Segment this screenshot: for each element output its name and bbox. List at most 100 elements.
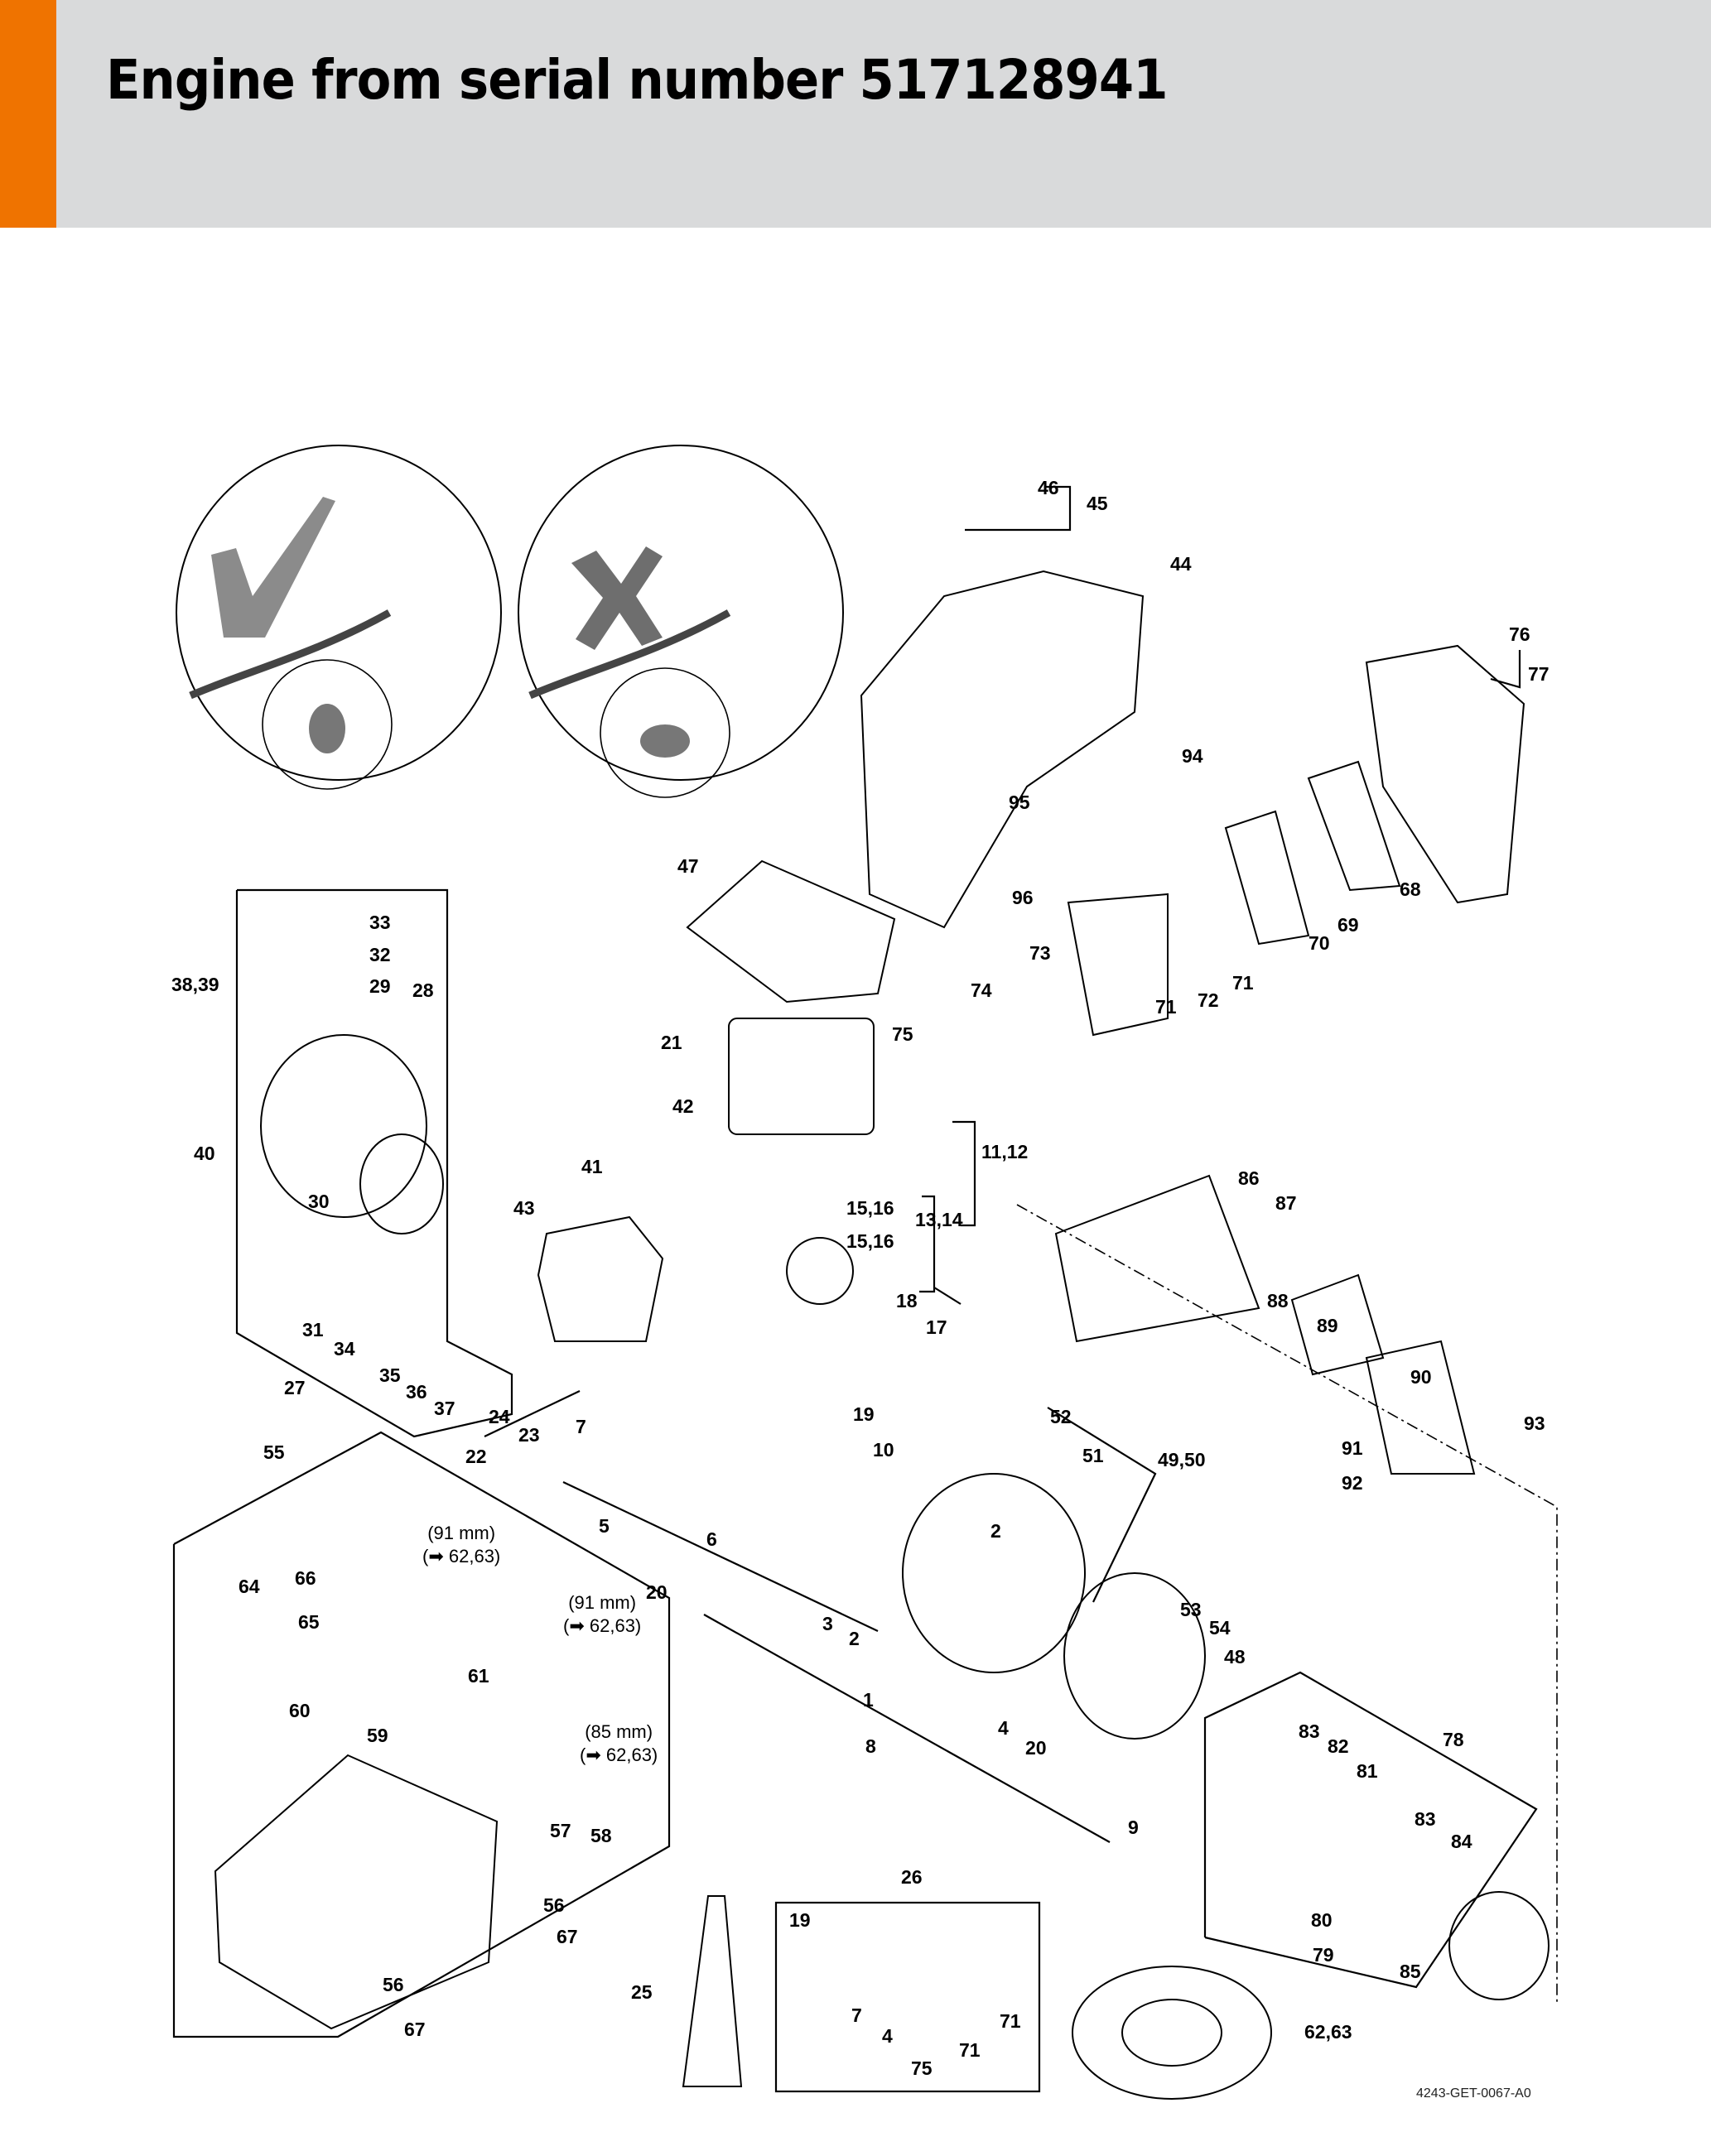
part-label[interactable]: 77 xyxy=(1528,663,1550,685)
part-label[interactable]: 51 xyxy=(1082,1445,1104,1466)
part-label[interactable]: 35 xyxy=(379,1364,401,1386)
part-label[interactable]: 31 xyxy=(302,1319,324,1340)
part-label[interactable]: 61 xyxy=(468,1665,489,1687)
part-label[interactable]: 19 xyxy=(853,1403,875,1425)
part-label[interactable]: 1 xyxy=(863,1689,874,1711)
part-label[interactable]: 75 xyxy=(892,1023,913,1045)
part-label[interactable]: 33 xyxy=(369,912,391,933)
part-label[interactable]: 43 xyxy=(513,1197,535,1219)
part-label[interactable]: 5 xyxy=(599,1515,610,1537)
part-label[interactable]: 21 xyxy=(661,1032,682,1053)
part-label[interactable]: 93 xyxy=(1524,1412,1545,1434)
part-label[interactable]: 48 xyxy=(1224,1646,1246,1668)
part-label[interactable]: 87 xyxy=(1275,1192,1297,1214)
part-label[interactable]: 79 xyxy=(1313,1944,1334,1966)
part-label[interactable]: 30 xyxy=(308,1191,330,1212)
part-label[interactable]: 8 xyxy=(865,1735,876,1757)
part-label[interactable]: 85 xyxy=(1400,1961,1421,1982)
part-label[interactable]: 9 xyxy=(1128,1817,1139,1838)
part-label[interactable]: 4 xyxy=(882,2025,893,2047)
part-label[interactable]: 6 xyxy=(706,1528,717,1550)
part-label[interactable]: 52 xyxy=(1050,1406,1072,1427)
part-label[interactable]: 78 xyxy=(1443,1729,1464,1750)
part-label[interactable]: 95 xyxy=(1009,792,1030,813)
part-label[interactable]: 56 xyxy=(543,1894,565,1916)
part-label[interactable]: 65 xyxy=(298,1611,320,1633)
part-label[interactable]: 67 xyxy=(557,1926,578,1947)
part-label[interactable]: 59 xyxy=(367,1725,388,1746)
part-label[interactable]: 11,12 xyxy=(981,1141,1029,1162)
part-label[interactable]: 40 xyxy=(194,1143,215,1164)
part-label[interactable]: 86 xyxy=(1238,1167,1260,1189)
part-label[interactable]: 88 xyxy=(1267,1290,1289,1311)
part-label[interactable]: 23 xyxy=(518,1424,540,1446)
part-label[interactable]: 17 xyxy=(926,1316,947,1338)
part-label[interactable]: 89 xyxy=(1317,1315,1338,1336)
part-label[interactable]: 20 xyxy=(1025,1737,1047,1759)
part-label[interactable]: 96 xyxy=(1012,887,1034,908)
part-label[interactable]: 71 xyxy=(1000,2010,1021,2032)
part-label[interactable]: 58 xyxy=(590,1825,612,1846)
part-label[interactable]: 20 xyxy=(646,1581,668,1603)
part-label[interactable]: 71 xyxy=(959,2039,981,2061)
part-label[interactable]: 25 xyxy=(631,1981,653,2003)
part-label[interactable]: 27 xyxy=(284,1377,306,1398)
part-label[interactable]: 22 xyxy=(465,1446,487,1467)
part-label[interactable]: 13,14 xyxy=(915,1209,963,1230)
part-label[interactable]: 38,39 xyxy=(171,974,219,995)
part-label[interactable]: 56 xyxy=(383,1974,404,1995)
part-label[interactable]: 2 xyxy=(849,1628,860,1649)
part-label[interactable]: 75 xyxy=(911,2057,933,2079)
part-label[interactable]: 83 xyxy=(1415,1808,1436,1830)
part-label[interactable]: 29 xyxy=(369,975,391,997)
part-label[interactable]: 94 xyxy=(1182,745,1203,767)
part-label[interactable]: 71 xyxy=(1232,972,1254,994)
part-label[interactable]: 74 xyxy=(971,979,992,1001)
part-label[interactable]: 36 xyxy=(406,1381,427,1403)
part-label[interactable]: 71 xyxy=(1155,996,1177,1018)
part-label[interactable]: 62,63 xyxy=(1304,2021,1352,2043)
part-label[interactable]: 4 xyxy=(998,1717,1009,1739)
part-label[interactable]: 7 xyxy=(851,2004,862,2026)
part-label[interactable]: 19 xyxy=(789,1909,811,1931)
part-label[interactable]: 32 xyxy=(369,944,391,965)
part-label[interactable]: 45 xyxy=(1087,493,1108,514)
part-label[interactable]: 10 xyxy=(873,1439,894,1461)
part-label[interactable]: 3 xyxy=(822,1613,833,1634)
part-label[interactable]: 72 xyxy=(1198,989,1219,1011)
part-label[interactable]: 84 xyxy=(1451,1831,1472,1852)
part-label[interactable]: 81 xyxy=(1357,1760,1378,1782)
part-label[interactable]: 37 xyxy=(434,1398,455,1419)
part-label[interactable]: 24 xyxy=(489,1406,510,1427)
part-label[interactable]: 15,16 xyxy=(846,1197,894,1219)
part-label[interactable]: 49,50 xyxy=(1158,1449,1206,1470)
part-label[interactable]: 28 xyxy=(412,979,434,1001)
part-label[interactable]: 7 xyxy=(576,1416,586,1437)
part-label[interactable]: 82 xyxy=(1328,1735,1349,1757)
part-label[interactable]: 34 xyxy=(334,1338,355,1360)
part-label[interactable]: 41 xyxy=(581,1156,603,1177)
part-label[interactable]: 70 xyxy=(1309,932,1330,954)
part-label[interactable]: 42 xyxy=(672,1095,694,1117)
part-label[interactable]: 68 xyxy=(1400,878,1421,900)
part-label[interactable]: 54 xyxy=(1209,1617,1231,1639)
part-label[interactable]: 57 xyxy=(550,1820,571,1841)
part-label[interactable]: 15,16 xyxy=(846,1230,894,1252)
part-label[interactable]: 46 xyxy=(1038,477,1059,498)
part-label[interactable]: 76 xyxy=(1509,623,1530,645)
part-label[interactable]: 55 xyxy=(263,1441,285,1463)
part-label[interactable]: 47 xyxy=(677,855,699,877)
part-label[interactable]: 2 xyxy=(990,1520,1001,1542)
part-label[interactable]: 26 xyxy=(901,1866,923,1888)
part-label[interactable]: 92 xyxy=(1342,1472,1363,1494)
part-label[interactable]: 80 xyxy=(1311,1909,1333,1931)
part-label[interactable]: 53 xyxy=(1180,1599,1202,1620)
part-label[interactable]: 60 xyxy=(289,1700,311,1721)
part-label[interactable]: 83 xyxy=(1299,1720,1320,1742)
part-label[interactable]: 90 xyxy=(1410,1366,1432,1388)
part-label[interactable]: 64 xyxy=(239,1576,260,1597)
part-label[interactable]: 69 xyxy=(1337,914,1359,936)
part-label[interactable]: 73 xyxy=(1029,942,1051,964)
part-label[interactable]: 66 xyxy=(295,1567,316,1589)
part-label[interactable]: 91 xyxy=(1342,1437,1363,1459)
